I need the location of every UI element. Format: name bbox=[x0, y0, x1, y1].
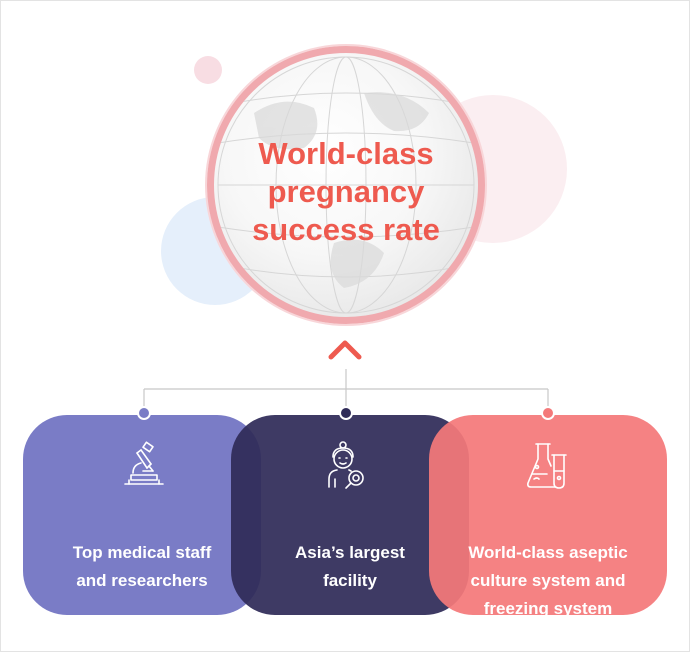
main-title: World-class pregnancy success rate bbox=[252, 136, 440, 247]
flask-test-tube-icon bbox=[527, 443, 567, 489]
chevron-up-icon bbox=[328, 340, 362, 360]
connector-dot-blue bbox=[137, 406, 151, 420]
connector-dot-pink bbox=[541, 406, 555, 420]
feature-label: Asia’s largest facility bbox=[295, 543, 405, 590]
microscope-icon bbox=[124, 441, 164, 485]
researcher-magnifier-icon bbox=[328, 441, 364, 489]
globe-background-icon bbox=[217, 56, 475, 314]
main-goal-circle: World-class pregnancy success rate bbox=[207, 46, 485, 324]
feature-label: Top medical staff and researchers bbox=[72, 543, 212, 590]
feature-card-medical-staff: Top medical staff and researchers bbox=[23, 415, 261, 615]
connector-dot-navy bbox=[339, 406, 353, 420]
feature-label: World-class aseptic culture system and f… bbox=[468, 543, 628, 618]
decorative-bubble-small bbox=[194, 56, 222, 84]
